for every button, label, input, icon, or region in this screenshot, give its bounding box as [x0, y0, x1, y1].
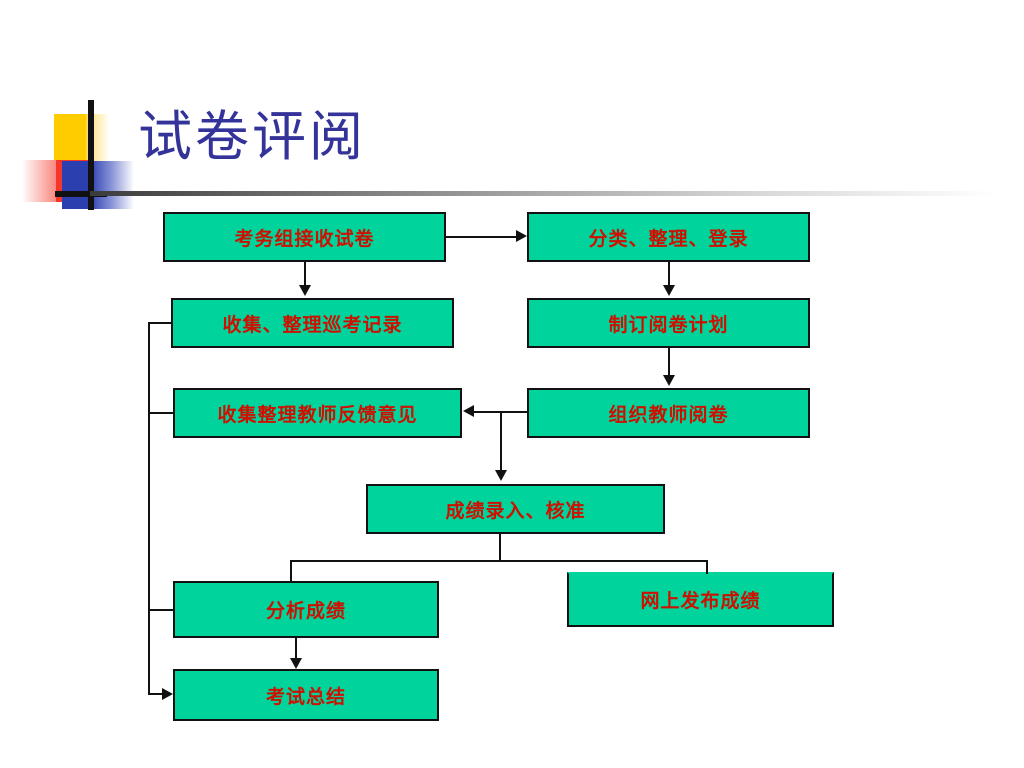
node-summary[interactable]: 考试总结 — [173, 669, 439, 721]
connector-left-bus-to-summary — [148, 693, 170, 695]
decoration-yellow-core — [54, 114, 86, 161]
connector-entry-stem — [499, 534, 501, 562]
arrowhead-classify-to-plan — [663, 285, 675, 296]
connector-left-bus-to-analyze — [148, 609, 175, 611]
arrowhead-left-bus-to-summary — [162, 688, 173, 700]
connector-receive-to-collect — [304, 262, 306, 287]
page-title: 试卷评阅 — [138, 105, 366, 168]
arrowhead-receive-to-collect — [299, 285, 311, 296]
node-plan[interactable]: 制订阅卷计划 — [527, 298, 810, 348]
arrowhead-organize-to-entry — [495, 470, 507, 481]
node-publish[interactable]: 网上发布成绩 — [567, 572, 834, 627]
title-underline-rule — [90, 191, 995, 196]
connector-receive-to-classify — [446, 236, 520, 238]
node-entry[interactable]: 成绩录入、核准 — [366, 484, 665, 534]
connector-classify-to-plan — [668, 262, 670, 287]
arrowhead-organize-to-feedback — [463, 405, 474, 417]
arrowhead-plan-to-organize — [663, 375, 675, 386]
connector-left-bus-to-collect — [148, 322, 173, 324]
connector-organize-to-entry — [500, 411, 502, 471]
arrowhead-analyze-to-summary — [290, 658, 302, 669]
connector-bus-to-publish — [706, 560, 708, 574]
connector-plan-to-organize — [668, 348, 670, 376]
connector-entry-split-bus — [290, 560, 708, 562]
decoration-horizontal-bar — [55, 191, 107, 197]
connector-left-bus-trunk — [148, 322, 150, 695]
node-receive[interactable]: 考务组接收试卷 — [163, 212, 446, 262]
node-organize[interactable]: 组织教师阅卷 — [527, 388, 810, 438]
connector-bus-to-analyze — [290, 560, 292, 582]
node-classify[interactable]: 分类、整理、登录 — [527, 212, 810, 262]
decoration-vertical-bar — [88, 100, 94, 210]
decoration-blue-core — [62, 161, 92, 209]
node-analyze[interactable]: 分析成绩 — [173, 581, 439, 638]
connector-left-bus-to-feedback — [148, 412, 175, 414]
arrowhead-receive-to-classify — [516, 230, 527, 242]
connector-analyze-to-summary — [295, 638, 297, 660]
node-feedback[interactable]: 收集整理教师反馈意见 — [173, 388, 462, 438]
node-collect[interactable]: 收集、整理巡考记录 — [171, 298, 454, 348]
